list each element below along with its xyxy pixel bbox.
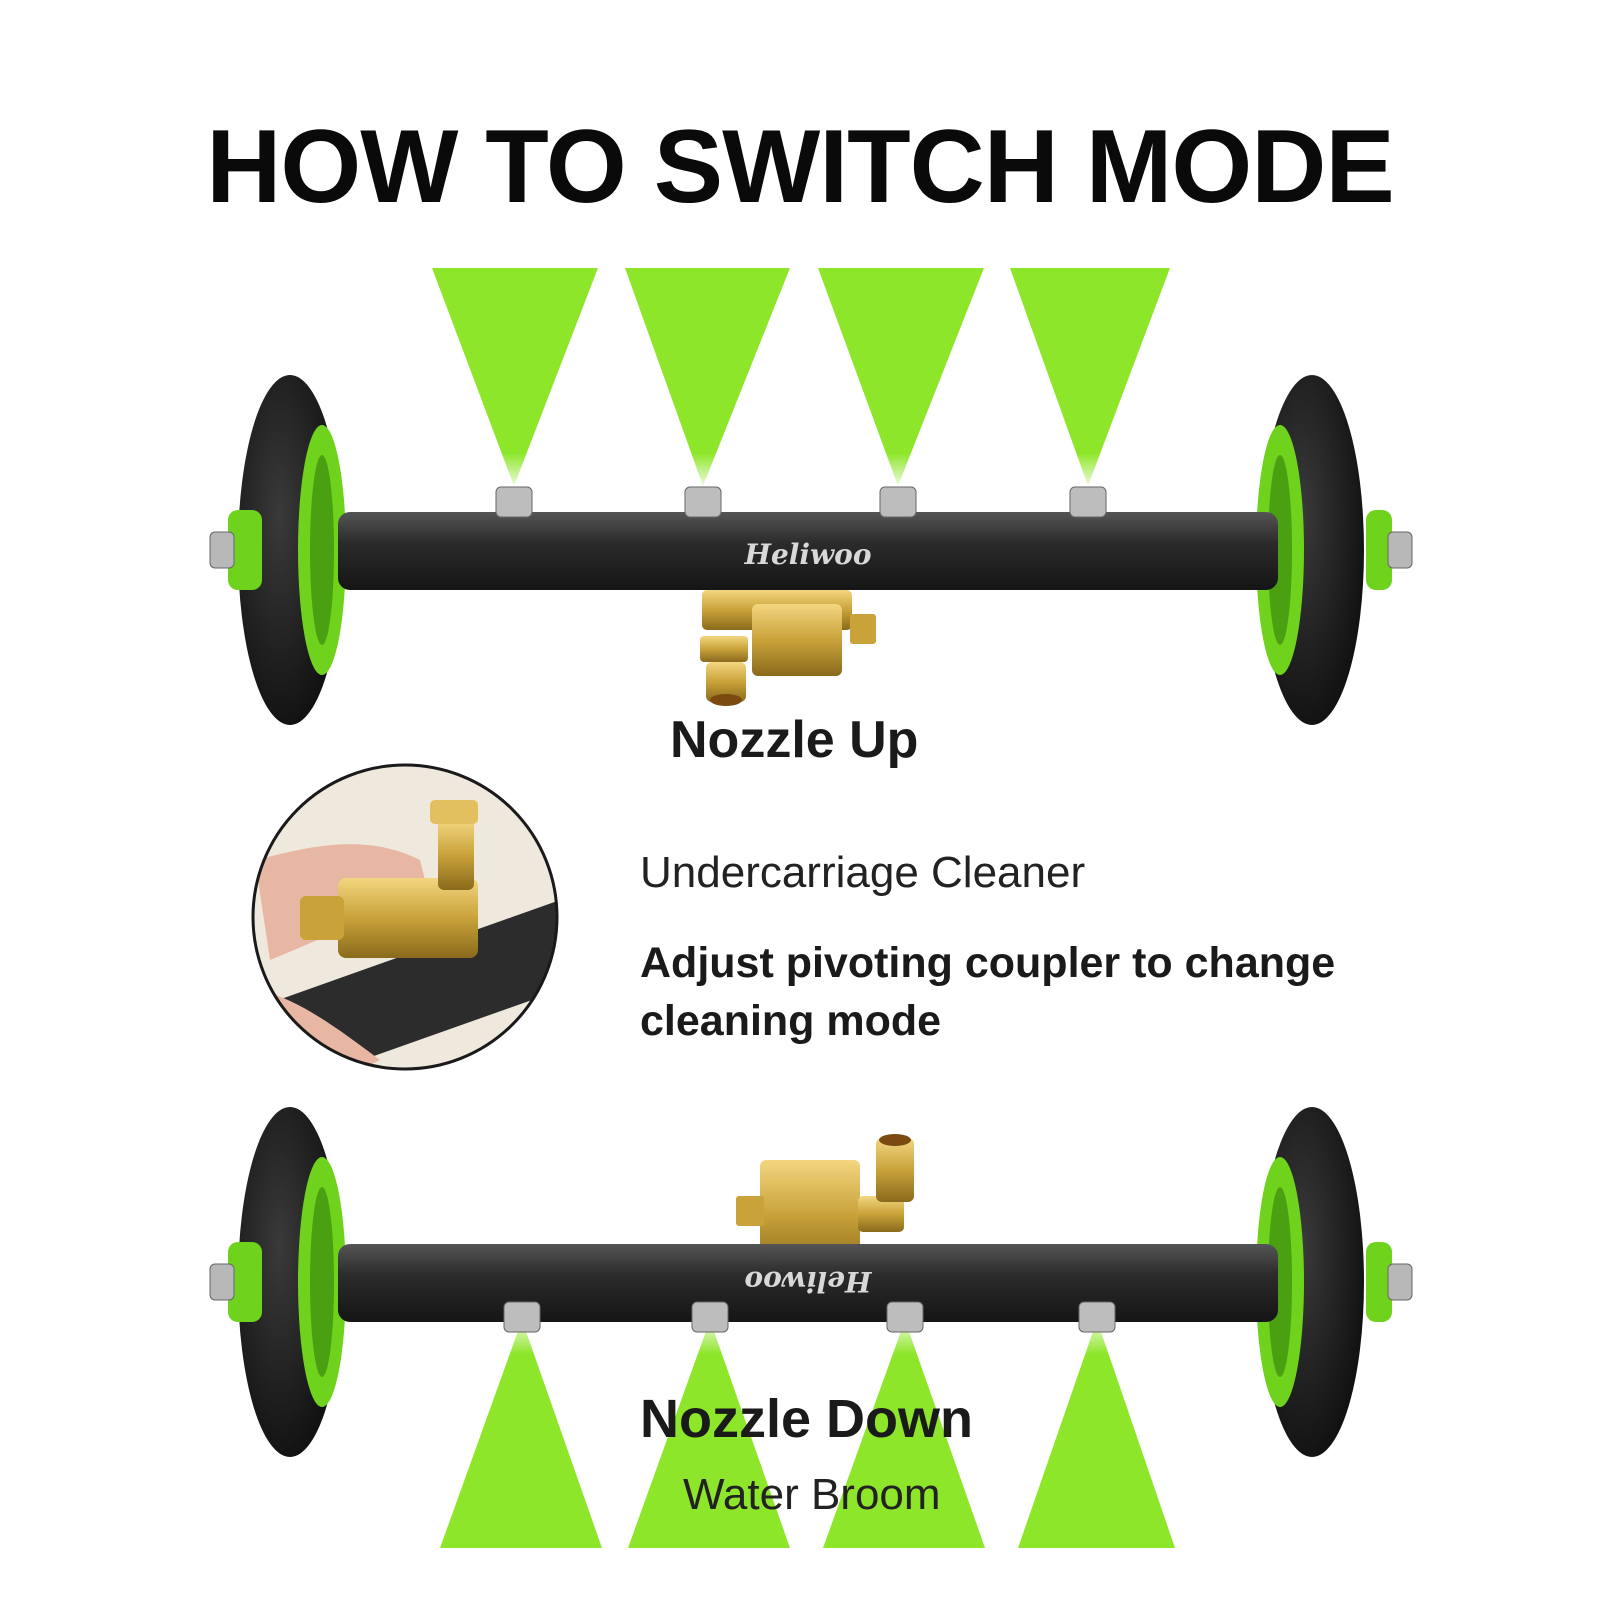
wheel-right [1256,1107,1413,1457]
nozzle-up-assembly: Heliwoo [209,268,1413,725]
nozzle-nut [495,486,1107,518]
instruction-text: Adjust pivoting coupler to change cleani… [640,939,1336,1045]
nozzle-down-assembly: Heliwoo [209,1107,1413,1548]
spray-cone [432,268,598,486]
spray-cone [823,1320,985,1548]
product-name: Undercarriage Cleaner [640,848,1086,897]
brand-logo: Heliwoo [745,1265,873,1298]
spray-bar [338,512,1278,590]
spray-cone [625,268,790,486]
mode-name: Water Broom [683,1470,941,1519]
nozzle-down-label: Nozzle Down [640,1389,973,1449]
wheel-left [209,375,346,725]
spray-cone [440,1320,602,1548]
brass-coupler [700,590,876,706]
spray-cone [1010,268,1170,486]
spray-cone [1018,1320,1175,1548]
spray-bar [338,1244,1278,1322]
brass-coupler [736,1134,914,1270]
brand-logo: Heliwoo [744,538,872,571]
coupler-detail-photo [251,763,559,1071]
nozzle-up-label: Nozzle Up [670,711,919,769]
spray-cone [628,1320,790,1548]
page-title: HOW TO SWITCH MODE [206,109,1395,225]
nozzle-nut [503,1301,1116,1333]
wheel-right [1256,375,1413,725]
wheel-left [209,1107,346,1457]
spray-cone [818,268,984,486]
